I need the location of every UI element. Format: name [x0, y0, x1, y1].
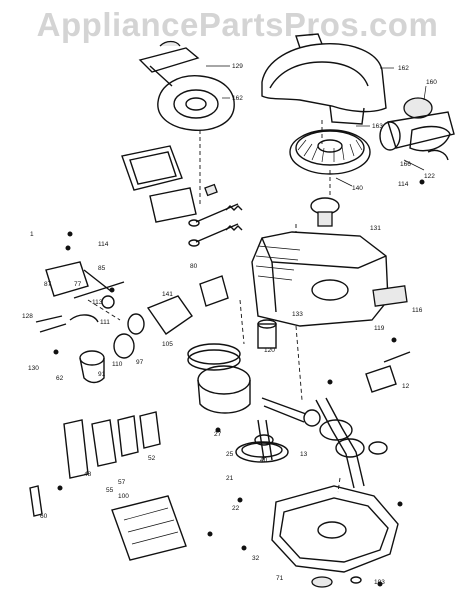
- callout: 128: [22, 313, 33, 320]
- callout: 77: [74, 281, 82, 288]
- fasteners: [53, 179, 425, 587]
- callout: 40: [260, 457, 268, 464]
- valves: [188, 183, 243, 247]
- callout: 111: [100, 319, 110, 326]
- callout: 12: [402, 383, 410, 390]
- callout: 1: [30, 231, 34, 238]
- crankcase-cover: [271, 485, 399, 573]
- blower-housing: [261, 33, 387, 125]
- callout: 122: [424, 173, 435, 180]
- callout: 129: [232, 63, 243, 70]
- callout: 133: [292, 311, 303, 318]
- callout: 27: [214, 431, 222, 438]
- rewind-starter: [138, 40, 235, 131]
- oil-seal: [311, 576, 362, 588]
- callout: 162: [232, 95, 243, 102]
- callout: 62: [56, 375, 64, 382]
- callout: 130: [28, 365, 39, 372]
- callout: 25: [226, 451, 234, 458]
- callout: 114: [98, 241, 109, 248]
- callout: 166: [400, 161, 411, 168]
- crankshaft: [315, 397, 365, 489]
- callout: 141: [162, 291, 173, 298]
- callout: 32: [252, 555, 260, 562]
- callout: 160: [426, 79, 437, 86]
- callout: 103: [374, 579, 385, 586]
- leader-lines: [206, 65, 427, 187]
- gasket-set: [29, 411, 187, 561]
- callout: 80: [190, 263, 198, 270]
- flywheel: [289, 129, 371, 227]
- callout: 22: [232, 505, 240, 512]
- air-cleaner: [379, 97, 455, 161]
- callout: 120: [264, 347, 275, 354]
- callout: 113: [92, 299, 103, 306]
- callout: 100: [118, 493, 129, 500]
- callout: 87: [44, 281, 52, 288]
- callout: 105: [162, 341, 173, 348]
- callout: 162: [398, 65, 409, 72]
- cylinder-block: [251, 231, 408, 327]
- callout: 48: [84, 471, 92, 478]
- callout: 85: [98, 265, 106, 272]
- callout: 55: [106, 487, 114, 494]
- callout: 116: [412, 307, 423, 314]
- callout: 60: [40, 513, 48, 520]
- callout: 21: [226, 475, 234, 482]
- cam-gear: [235, 441, 289, 463]
- callout: 52: [148, 455, 156, 462]
- connecting-rod: [261, 397, 321, 427]
- callout-labels: 129 162 162 160 163 166 122 114 140 131 …: [22, 63, 437, 586]
- reference-lines: [87, 120, 341, 493]
- callout: 110: [112, 361, 123, 368]
- crankshaft-sleeve: [257, 319, 277, 349]
- callout: 131: [370, 225, 381, 232]
- callout: 119: [374, 325, 385, 332]
- callout: 97: [136, 359, 144, 366]
- cylinder-head-gasket: [121, 145, 197, 223]
- camshaft: [254, 419, 274, 461]
- callout: 13: [300, 451, 308, 458]
- piston: [187, 343, 251, 414]
- callout: 91: [98, 371, 106, 378]
- callout: 163: [372, 123, 383, 130]
- carburetor-linkage: [35, 261, 125, 333]
- carburetor: [113, 275, 229, 359]
- fuel-bowl: [79, 350, 105, 384]
- callout: 140: [352, 185, 363, 192]
- governor-assembly: [365, 351, 411, 455]
- watermark-logo: AppliancePartsPros.com: [36, 6, 439, 43]
- callout: 71: [276, 575, 284, 582]
- callout: 57: [118, 479, 126, 486]
- callout: 114: [398, 181, 409, 188]
